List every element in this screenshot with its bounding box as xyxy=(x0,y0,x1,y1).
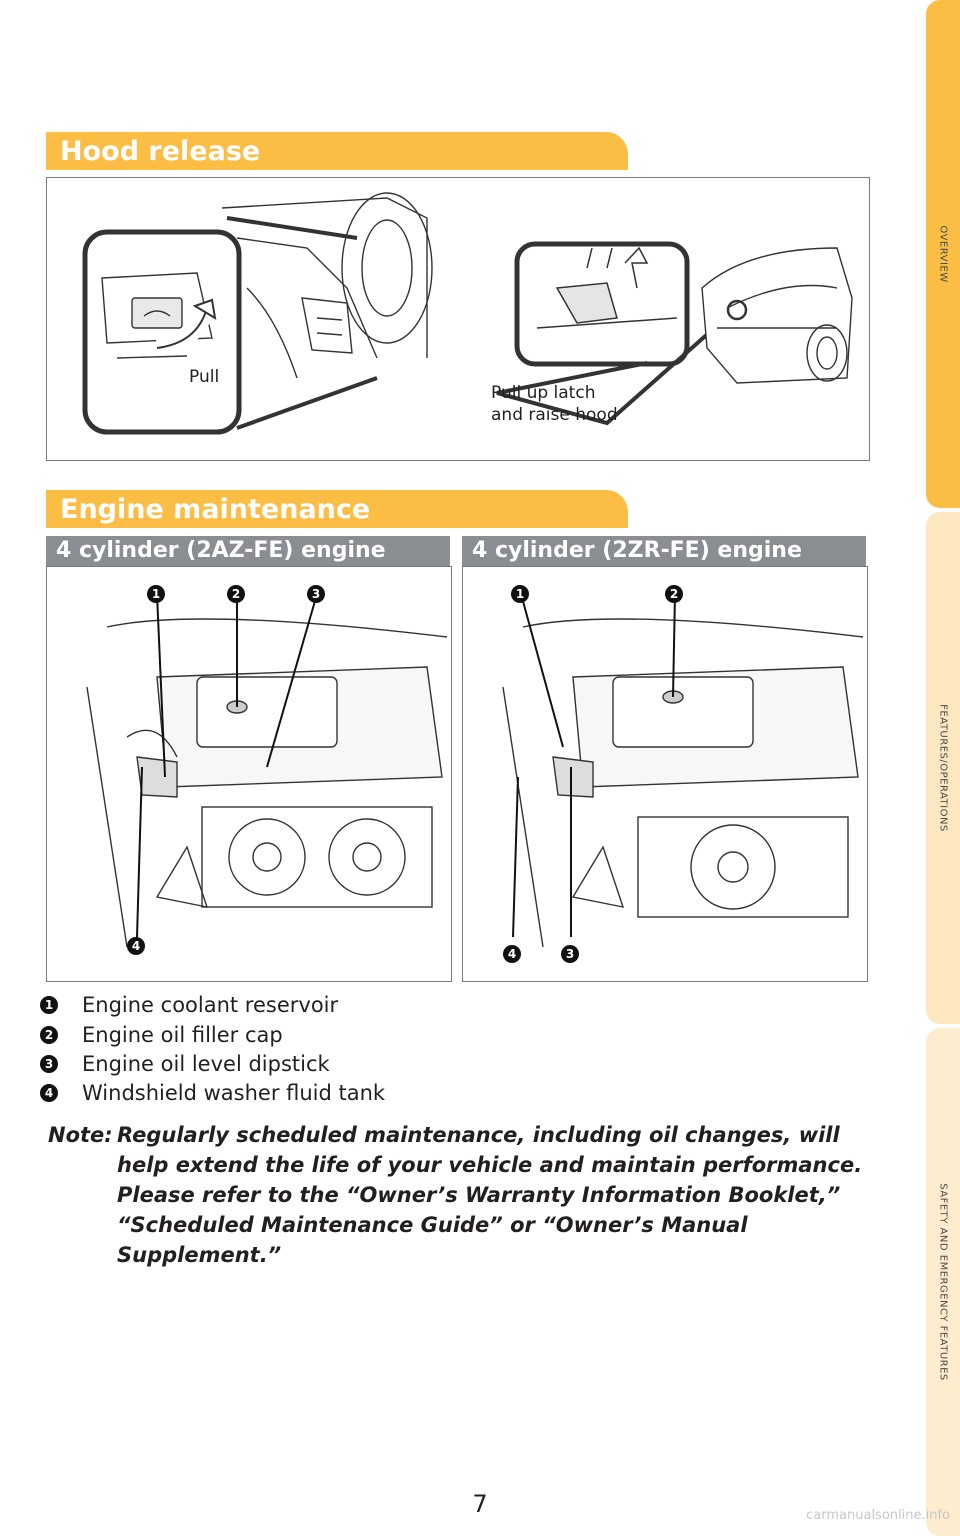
callout-2az-4: 4 xyxy=(127,937,145,955)
tab-features-operations[interactable]: FEATURES/OPERATIONS xyxy=(926,512,960,1024)
latch-label: Pull up latch and raise hood xyxy=(491,383,618,425)
engine-2az-drawing xyxy=(86,593,448,948)
engine-2zr-illustration: 1 2 4 3 xyxy=(462,566,868,982)
hood-release-illustration: Pull Pull up latch and raise hood xyxy=(46,177,870,461)
callout-2zr-3: 3 xyxy=(561,945,579,963)
callout-2az-3: 3 xyxy=(307,585,325,603)
callout-2zr-4: 4 xyxy=(503,945,521,963)
legend-num: 2 xyxy=(40,1026,58,1044)
hood-release-title: Hood release xyxy=(60,136,261,167)
tab-safety-emergency[interactable]: SAFETY AND EMERGENCY FEATURES xyxy=(926,1028,960,1536)
hood-release-header: Hood release xyxy=(46,132,628,170)
engine-maintenance-header: Engine maintenance xyxy=(46,490,628,528)
engine-maintenance-title: Engine maintenance xyxy=(60,494,371,525)
legend-text: Engine oil filler cap xyxy=(82,1023,283,1047)
legend-text: Engine oil level dipstick xyxy=(82,1052,330,1076)
callout-2az-1: 1 xyxy=(147,585,165,603)
legend-num: 1 xyxy=(40,996,58,1014)
legend-num: 3 xyxy=(40,1055,58,1073)
watermark: carmanualsonline.info xyxy=(806,1508,950,1523)
legend-text: Engine coolant reservoir xyxy=(82,993,339,1017)
note-body: Regularly scheduled maintenance, includi… xyxy=(117,1123,863,1267)
pull-label: Pull xyxy=(189,367,220,387)
tab-overview-label: OVERVIEW xyxy=(937,225,949,283)
legend-text: Windshield washer fluid tank xyxy=(82,1081,386,1105)
legend-num: 4 xyxy=(40,1084,58,1102)
callout-2zr-1: 1 xyxy=(511,585,529,603)
engine-2zr-drawing xyxy=(502,593,864,948)
tab-features-label: FEATURES/OPERATIONS xyxy=(937,704,949,832)
callout-2az-2: 2 xyxy=(227,585,245,603)
engine-2zr-heading: 4 cylinder (2ZR-FE) engine xyxy=(462,536,866,566)
note-lead: Note: xyxy=(48,1123,113,1147)
hood-release-drawing xyxy=(82,192,853,435)
tab-safety-label: SAFETY AND EMERGENCY FEATURES xyxy=(937,1183,949,1381)
engine-2az-illustration: 1 2 3 4 xyxy=(46,566,452,982)
engine-2az-heading: 4 cylinder (2AZ-FE) engine xyxy=(46,536,450,566)
tab-overview[interactable]: OVERVIEW xyxy=(926,0,960,508)
callout-2zr-2: 2 xyxy=(665,585,683,603)
page-number: 7 xyxy=(472,1490,488,1518)
